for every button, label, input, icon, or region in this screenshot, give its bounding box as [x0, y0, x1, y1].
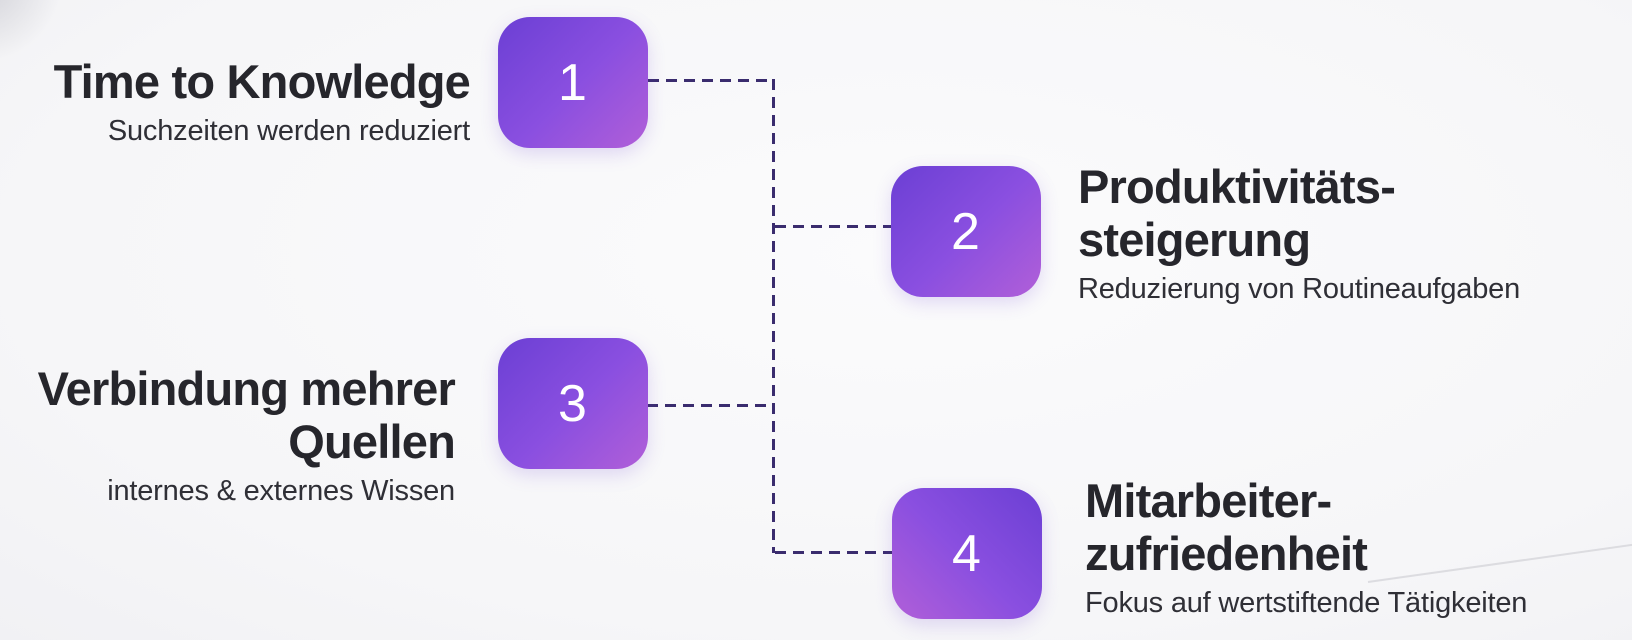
- step-subtitle-2: Reduzierung von Routineaufgaben: [1078, 273, 1521, 305]
- step-number-3: 3: [558, 374, 588, 433]
- step-box-2: 2: [891, 166, 1041, 297]
- connector-branch-2: [775, 225, 891, 228]
- connector-spine: [772, 79, 775, 553]
- step-number-4: 4: [952, 524, 982, 583]
- connector-branch-3: [647, 404, 775, 407]
- step-subtitle-1: Suchzeiten werden reduziert: [107, 115, 470, 147]
- connector-branch-4: [775, 551, 892, 554]
- step-subtitle-4: Fokus auf wertstiftende Tätigkeiten: [1085, 587, 1528, 619]
- step-text-2: Produktivitäts- steigerung Reduzierung v…: [1078, 160, 1618, 306]
- step-box-1: 1: [498, 17, 648, 148]
- step-title-4: Mitarbeiter- zufriedenheit: [1085, 474, 1368, 580]
- step-subtitle-3: internes & externes Wissen: [107, 475, 455, 507]
- step-title-2: Produktivitäts- steigerung: [1078, 160, 1396, 266]
- step-number-1: 1: [558, 53, 588, 112]
- step-box-3: 3: [498, 338, 648, 469]
- step-box-4: 4: [892, 488, 1042, 619]
- connector-branch-1: [648, 79, 775, 82]
- step-title-1: Time to Knowledge: [53, 55, 471, 108]
- step-text-4: Mitarbeiter- zufriedenheit Fokus auf wer…: [1085, 474, 1625, 620]
- step-number-2: 2: [951, 202, 981, 261]
- step-text-3: Verbindung mehrer Quellen internes & ext…: [15, 362, 456, 508]
- step-title-3: Verbindung mehrer Quellen: [37, 362, 456, 468]
- step-text-1: Time to Knowledge Suchzeiten werden redu…: [15, 55, 471, 148]
